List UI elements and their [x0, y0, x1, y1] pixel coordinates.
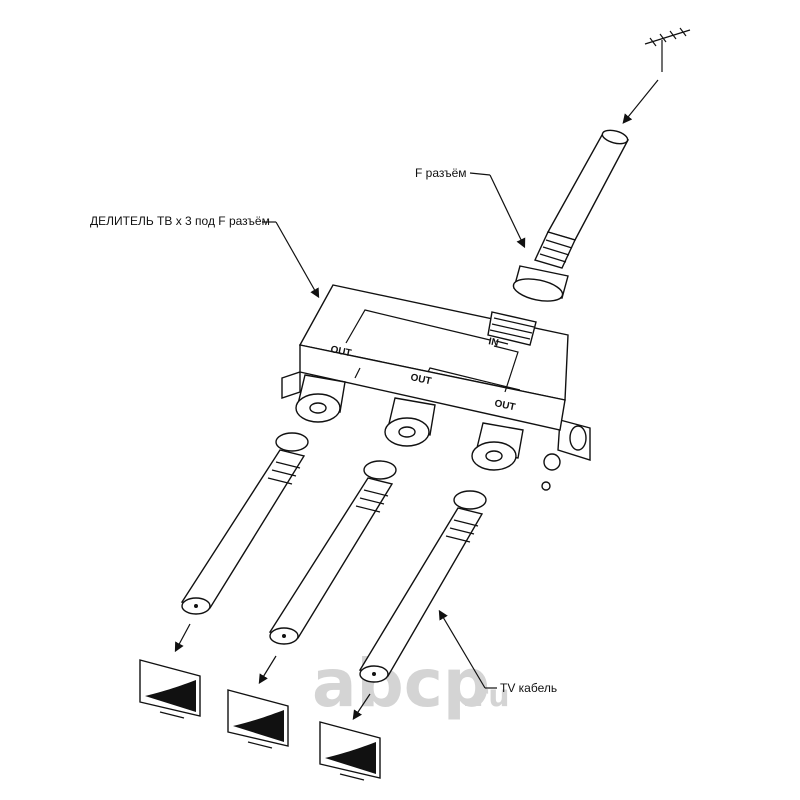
splitter-label: ДЕЛИТЕЛЬ ТВ x 3 под F разъём — [90, 214, 270, 228]
watermark: abcp .ru — [312, 645, 510, 722]
output-cable-2 — [268, 460, 397, 645]
port-label-out-middle: OUT — [409, 372, 432, 387]
port-label-out-left: OUT — [329, 344, 352, 359]
tv-icon-2 — [227, 689, 289, 749]
port-label-in: IN — [487, 336, 499, 349]
tv-arrow-2 — [258, 655, 277, 685]
splitter-body: OUT IN OUT OUT — [281, 284, 591, 491]
output-cable-1 — [180, 432, 309, 615]
tv-arrow-3 — [352, 693, 371, 720]
port-label-out-right: OUT — [493, 398, 516, 413]
watermark-suffix: .ru — [462, 679, 510, 714]
splitter-arrow — [275, 221, 320, 299]
input-cable — [512, 129, 630, 302]
output-cable-3 — [358, 490, 487, 683]
tv-icon-3 — [319, 721, 381, 781]
tv-cable-label: TV кабель — [500, 681, 557, 695]
tv-cable-arrow — [438, 609, 486, 689]
f-connector-arrow — [489, 174, 526, 249]
output-ports — [295, 374, 524, 471]
antenna-arrow — [622, 79, 659, 124]
watermark-text: abcp — [312, 645, 490, 722]
antenna-icon — [644, 27, 691, 72]
f-connector-label: F разъём — [415, 166, 467, 180]
tv-icon-1 — [139, 659, 201, 719]
tv-arrow-1 — [174, 623, 191, 653]
